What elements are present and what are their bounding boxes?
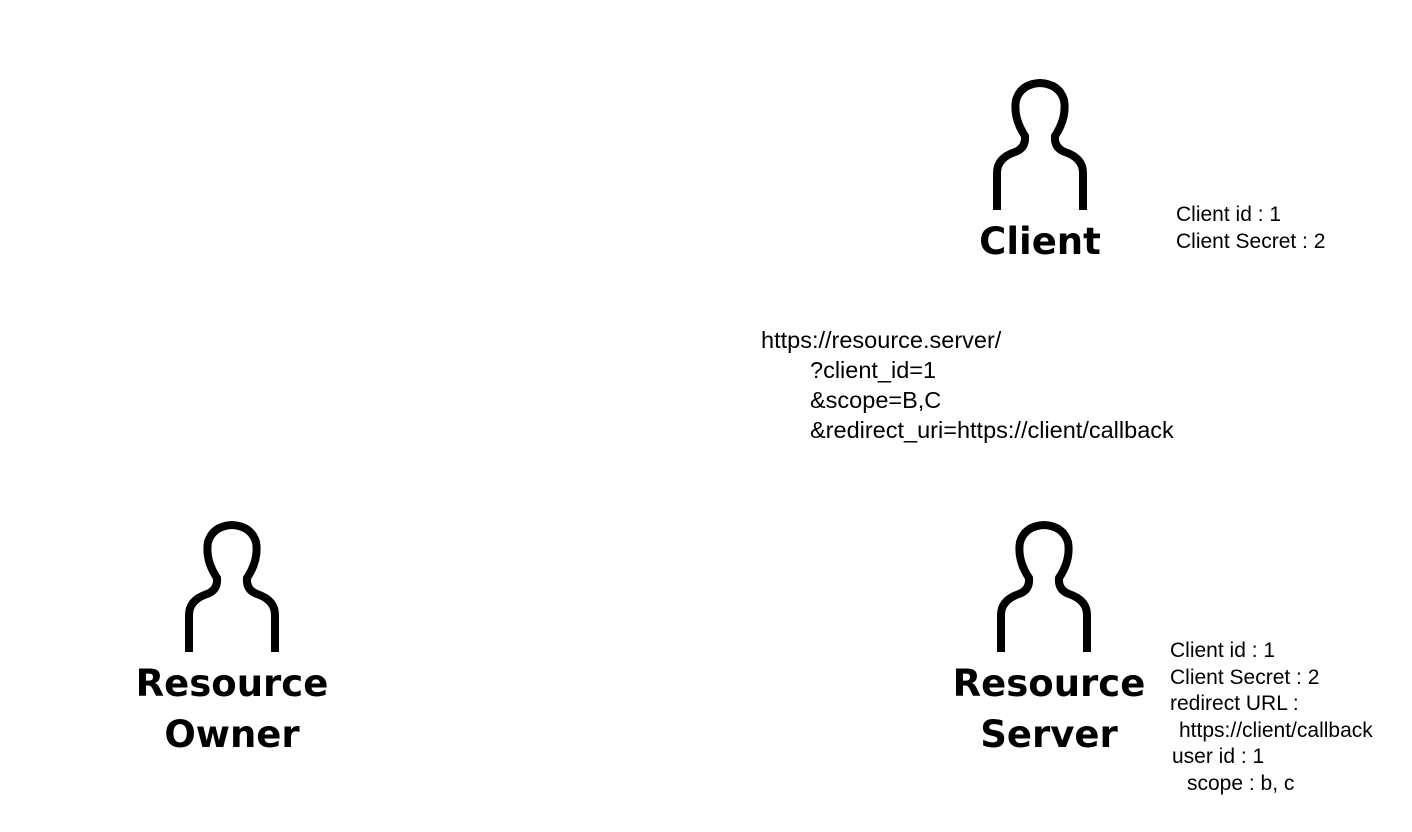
- resource-server-person-icon: [994, 520, 1094, 655]
- authorization-request: https://resource.server/ ?client_id=1 &s…: [761, 325, 1174, 445]
- resource-owner-label-line-1: Resource: [135, 662, 329, 705]
- client-credentials-note: Client id : 1 Client Secret : 2: [1176, 202, 1325, 255]
- resource-owner-label: Resource Owner: [122, 658, 342, 760]
- client-label-line: Client: [979, 220, 1101, 263]
- resource-server-label-line-2: Server: [980, 713, 1118, 756]
- request-base-url: https://resource.server/: [761, 327, 1002, 353]
- client-secret-text: Client Secret : 2: [1176, 229, 1326, 253]
- server-client-id-text: Client id : 1: [1170, 639, 1276, 662]
- resource-owner-label-line-2: Owner: [164, 713, 300, 756]
- request-client-id: ?client_id=1: [810, 357, 937, 383]
- server-redirect-label: redirect URL :: [1170, 692, 1299, 715]
- resource-server-label: Resource Server: [944, 658, 1154, 760]
- client-id-text: Client id : 1: [1176, 203, 1282, 226]
- server-redirect-url: https://client/callback: [1179, 718, 1373, 742]
- request-redirect-uri: &redirect_uri=https://client/callback: [810, 417, 1174, 443]
- server-user-id-text: user id : 1: [1172, 745, 1265, 768]
- resource-server-label-line-1: Resource: [952, 662, 1146, 705]
- client-person-icon: [990, 78, 1090, 213]
- request-scope: &scope=B,C: [810, 387, 942, 413]
- server-scope-text: scope : b, c: [1187, 771, 1295, 795]
- server-registration-note: Client id : 1 Client Secret : 2 redirect…: [1170, 638, 1373, 797]
- client-label: Client: [960, 216, 1120, 267]
- resource-owner-person-icon: [182, 520, 282, 655]
- server-client-secret-text: Client Secret : 2: [1170, 665, 1320, 689]
